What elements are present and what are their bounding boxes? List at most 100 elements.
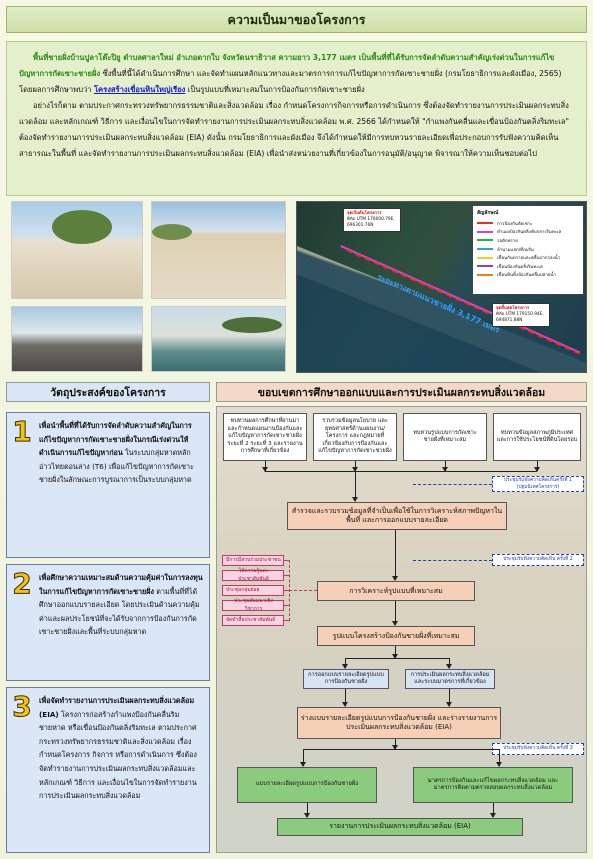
legend-item: เขื่อนหินทิ้งป้องกันคลื่นปลายน้ำ xyxy=(477,271,579,280)
legend-swatch xyxy=(477,230,493,233)
flow-box-landuse: ทบทวนข้อมูลสภาพภูมิประเทศและการใช้ประโยช… xyxy=(493,413,581,461)
intro-tail: เป็นรูปแบบที่เหมาะสมในการป้องกันการกัดเซ… xyxy=(185,85,365,94)
flow-box-design-review: ทบทวนรูปแบบการกัดเซาะชายฝั่งที่เหมาะสม xyxy=(403,413,487,461)
legend-label: การป้องกันกัดเซาะ xyxy=(497,221,533,227)
intro-paragraph-2: อย่างไรก็ตาม ตามประกาศกระทรวงทรัพยากรธรร… xyxy=(19,101,570,158)
legend-label: ลำนามแลก/ที่ถมริม xyxy=(497,247,534,253)
intro-section: พื้นที่ชายฝั่งบ้านปูลาโต๊ะปิยู ตำบลศาลาใ… xyxy=(6,41,587,196)
flow-arrow xyxy=(392,601,398,626)
legend-swatch xyxy=(477,248,493,251)
participation-connector xyxy=(284,575,289,576)
scope-header: ขอบเขตการศึกษาออกแบบและการประเมินผลกระทบ… xyxy=(216,382,587,402)
objective-3: 3 เพื่อจัดทำรายงานการประเมินผลกระทบสิ่งแ… xyxy=(6,687,210,853)
legend-label: รอดักทราย xyxy=(497,238,518,244)
beach-photo-1 xyxy=(11,201,143,299)
beach-photo-2 xyxy=(151,201,286,299)
legend-item: การป้องกันกัดเซาะ xyxy=(477,219,579,228)
objective-text: โครงการก่อสร้างกำแพงป้องกันคลื่นริมชายหา… xyxy=(39,709,197,801)
connector xyxy=(262,461,268,472)
flow-box-model: รูปแบบโครงสร้างป้องกันชายฝั่งที่เหมาะสม xyxy=(317,626,475,646)
shrub xyxy=(152,224,192,240)
flow-box-survey: สำรวจและรวบรวมข้อมูลที่จำเป็นเพื่อใช้ในก… xyxy=(287,502,507,530)
hearing-2-box: ประชุมรับฟังความคิดเห็น ครั้งที่ 2 xyxy=(492,554,584,566)
flow-arrow xyxy=(496,749,502,767)
flow-box-detail-design: การออกแบบรายละเอียดรูปแบบการป้องกันชายฝั… xyxy=(303,669,389,689)
participation-connector xyxy=(284,605,289,606)
legend-label: เขื่อนกันทรายและคลื่นปากร่องน้ำ xyxy=(497,256,561,262)
legend-swatch xyxy=(477,273,493,276)
tree-canopy xyxy=(52,210,112,244)
structure-link[interactable]: โครงสร้างเขื่อนหินใหญ่เรียง xyxy=(93,85,186,94)
legend-item: ทำแผงป้องกันตลิ่งทับกลางริมทะเล xyxy=(477,228,579,237)
river-mouth-photo xyxy=(151,306,286,372)
start-point-box: จุดเริ่มต้นโครงการ พิกัด UTM 176000.79E,… xyxy=(343,208,401,232)
project-map: ระยะทางตามแนวชายฝั่ง 3,177 เมตร จุดเริ่ม… xyxy=(296,201,587,373)
start-point-coords: พิกัด UTM 176000.79E, 696301.76N xyxy=(347,217,395,228)
legend-label: เขื่อนหินทิ้งป้องกันคลื่นปลายน้ำ xyxy=(497,273,556,279)
flow-box-analysis: การวิเคราะห์รูปแบบที่เหมาะสม xyxy=(317,581,475,601)
connector xyxy=(442,461,448,472)
legend-swatch xyxy=(477,239,493,242)
connector xyxy=(534,461,540,472)
flow-arrow xyxy=(392,646,398,659)
flow-box-draft: ร่างแบบรายละเอียดรูปแบบการป้องกันชายฝั่ง… xyxy=(297,707,501,739)
participation-connector xyxy=(284,620,289,621)
legend-item: เขื่อนป้องกันตลิ่งริมทะเล xyxy=(477,262,579,271)
flow-arrow xyxy=(446,658,452,669)
objective-text: ในระบบกลุ่มหาดหลักอ่าวไทยตอนล่าง (T6) เพ… xyxy=(39,448,194,485)
intro-body: ซึ่งพื้นที่นี้ได้ดำเนินการศึกษา และจัดทำ… xyxy=(19,69,562,94)
legend-swatch xyxy=(477,256,493,259)
page-title: ความเป็นมาของโครงการ xyxy=(227,11,366,27)
hearing-3-box: ประชุมรับฟังความคิดเห็น ครั้งที่ 3 xyxy=(492,743,584,755)
objective-bold: เพื่อนำพื้นที่ที่ได้รับการจัดลำดับความสำ… xyxy=(39,421,192,458)
intro-highlight: พื้นที่ชายฝั่งบ้านปูลาโต๊ะปิยู ตำบลศาลาใ… xyxy=(19,53,555,78)
connector xyxy=(303,749,499,750)
legend-item: รอดักทราย xyxy=(477,236,579,245)
tree-line xyxy=(222,317,282,333)
hearing-1-box: ประชุมรับฟังความคิดเห็นครั้งที่ 1 (ปฐมนิ… xyxy=(492,476,584,492)
legend-item: ลำนามแลก/ที่ถมริม xyxy=(477,245,579,254)
flow-arrow xyxy=(342,658,348,669)
participation-connector xyxy=(284,590,289,591)
flow-box-eia-assessment: การประเมินผลกระทบสิ่งแวดล้อม และระบบมาตร… xyxy=(405,669,495,689)
flow-arrow xyxy=(300,749,306,767)
connector xyxy=(265,471,537,472)
intro-paragraph-1: พื้นที่ชายฝั่งบ้านปูลาโต๊ะปิยู ตำบลศาลาใ… xyxy=(19,50,574,98)
flow-box-policy: รวบรวมข้อมูลนโยบาย และยุทธศาสตร์ด้านแผนง… xyxy=(313,413,397,461)
flow-arrow xyxy=(342,689,348,707)
legend-item: เขื่อนกันทรายและคลื่นปากร่องน้ำ xyxy=(477,253,579,262)
participation-connector xyxy=(289,590,317,591)
participation-item: ประชุมกลุ่มย่อย xyxy=(222,585,284,596)
map-legend: สัญลักษณ์ การป้องกันกัดเซาะ ทำแผงป้องกัน… xyxy=(472,205,584,295)
flow-box-review: ทบทวนผลการศึกษาที่ผ่านมาและกำหนดแผนงานป้… xyxy=(223,413,307,461)
objective-bold: เพื่อจัดทำรายงานการประเมินผลกระทบสิ่งแวด… xyxy=(39,696,195,719)
participation-item: มีการมีส่วนร่วมประชาชน xyxy=(222,555,284,566)
scope-flowchart: ทบทวนผลการศึกษาที่ผ่านมาและกำหนดแผนงานป้… xyxy=(216,406,587,853)
participation-item: จัดทำสื่อประชาสัมพันธ์ xyxy=(222,615,284,626)
legend-label: เขื่อนป้องกันตลิ่งริมทะเล xyxy=(497,264,543,270)
connector xyxy=(352,461,358,472)
rock-revetment-photo xyxy=(11,306,143,372)
legend-label: ทำแผงป้องกันตลิ่งทับกลางริมทะเล xyxy=(497,230,562,236)
flow-arrow xyxy=(304,803,310,818)
legend-swatch xyxy=(477,222,493,225)
flow-arrow xyxy=(392,530,398,581)
flow-box-final-design: แบบรายละเอียดรูปแบบการป้องกันชายฝั่ง xyxy=(237,767,377,803)
objectives-header: วัตถุประสงค์ของโครงการ xyxy=(6,382,210,402)
objective-2: 2 เพื่อศึกษาความเหมาะสมด้านความคุ้มค่าใน… xyxy=(6,564,210,681)
flow-arrow xyxy=(392,739,398,750)
legend-swatch xyxy=(477,265,493,268)
objective-number: 1 xyxy=(12,415,32,448)
flow-box-eia-report: รายงานการประเมินผลกระทบสิ่งแวดล้อม (EIA) xyxy=(277,818,523,836)
end-point-box: จุดสิ้นสุดโครงการ พิกัด UTM 179150.94E, … xyxy=(492,303,550,327)
objective-1: 1 เพื่อนำพื้นที่ที่ได้รับการจัดลำดับความ… xyxy=(6,412,210,558)
objective-number: 3 xyxy=(12,690,32,723)
flow-arrow xyxy=(352,471,358,502)
objective-bold: เพื่อศึกษาความเหมาะสมด้านความคุ้มค่าในกา… xyxy=(39,573,203,596)
participation-item: ประชุมสัมมนาเชิงวิชาการ xyxy=(222,598,284,612)
participation-connector xyxy=(284,560,289,561)
flow-box-mitigation: มาตรการป้องกันและแก้ไขผลกระทบสิ่งแวดล้อม… xyxy=(413,767,573,803)
title-banner: ความเป็นมาของโครงการ xyxy=(6,6,587,33)
flow-arrow xyxy=(446,689,452,707)
